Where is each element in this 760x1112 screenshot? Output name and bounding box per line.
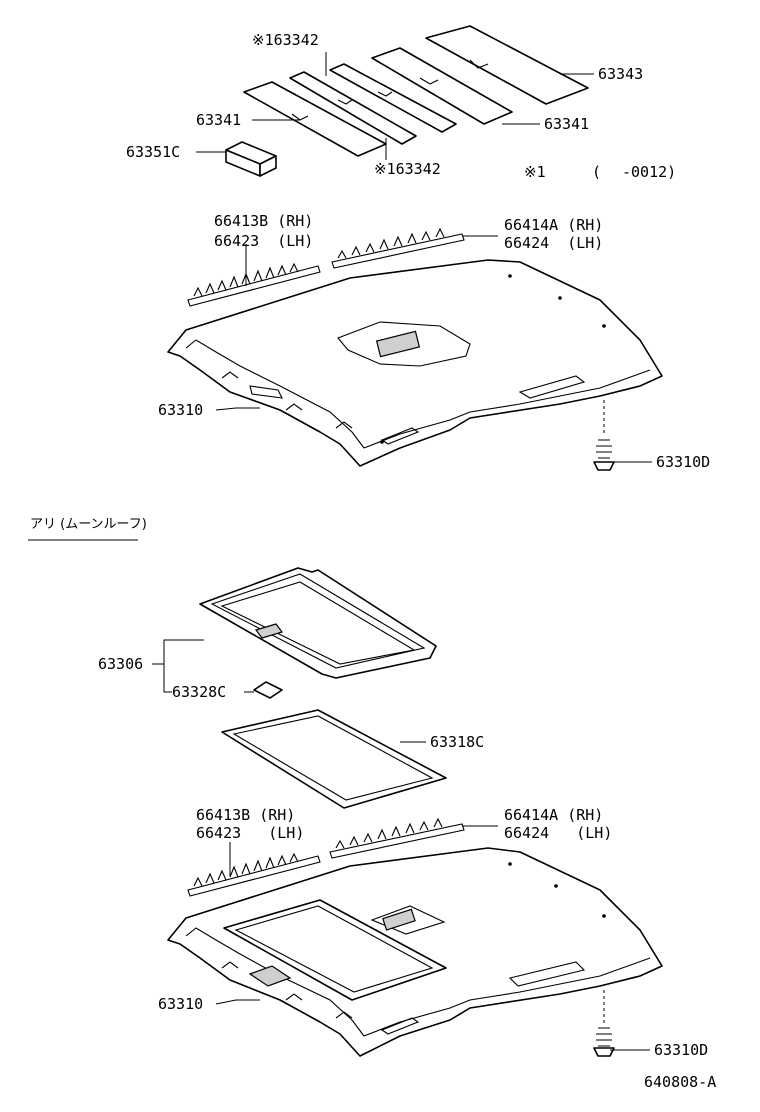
label-66423-top: 66423 (LH) — [214, 232, 314, 250]
label-63310-bottom: 63310 — [158, 995, 204, 1013]
label-note-163342-bottom: ※163342 — [374, 160, 441, 178]
pad-63341-right — [371, 47, 513, 125]
label-66414a-top: 66414A (RH) — [504, 216, 604, 234]
clip-63310d-top — [593, 439, 615, 471]
label-63341-right: 63341 — [544, 115, 590, 133]
label-footnote-paren: ( — [592, 163, 602, 181]
label-66413b-bottom: 66413B (RH) — [196, 806, 296, 824]
block-63351c — [225, 141, 277, 177]
label-63328c: 63328C — [172, 683, 227, 701]
clip-strip-66414a-bottom — [329, 817, 465, 859]
label-63310-top: 63310 — [158, 401, 204, 419]
sunshade-63306 — [199, 567, 437, 679]
label-63310d-bottom: 63310D — [654, 1041, 709, 1059]
label-66424-bottom: 66424 (LH) — [504, 824, 613, 842]
headliner-63310-top — [167, 259, 663, 467]
label-66413b-top: 66413B (RH) — [214, 212, 314, 230]
headliner-63310-bottom — [167, 847, 663, 1057]
clip-63310d-bottom — [593, 1027, 615, 1057]
section-title-moonroof: アリ (ムーンルーフ) — [30, 517, 147, 532]
label-66414a-bottom: 66414A (RH) — [504, 806, 604, 824]
pad-63343 — [425, 25, 589, 105]
pad-163342-right — [329, 63, 457, 133]
clip-strip-66414a-top — [331, 227, 465, 269]
label-note-163342-top: ※163342 — [252, 31, 319, 49]
label-63343: 63343 — [598, 65, 644, 83]
label-63341-left: 63341 — [196, 111, 242, 129]
label-footnote-mark: ※1 — [524, 163, 546, 181]
figure-code: 640808-A — [644, 1073, 717, 1091]
clip-strip-66413b-bottom — [187, 852, 321, 897]
label-66423-bottom: 66423 (LH) — [196, 824, 305, 842]
seal-63318c — [221, 709, 447, 809]
handle-63328c — [253, 681, 283, 699]
label-footnote-range: -0012) — [622, 163, 677, 181]
label-63351c: 63351C — [126, 143, 181, 161]
label-66424-top: 66424 (LH) — [504, 234, 604, 252]
pad-163342-left — [289, 71, 417, 145]
label-63310d-top: 63310D — [656, 453, 711, 471]
label-63306: 63306 — [98, 655, 144, 673]
label-63318c: 63318C — [430, 733, 485, 751]
